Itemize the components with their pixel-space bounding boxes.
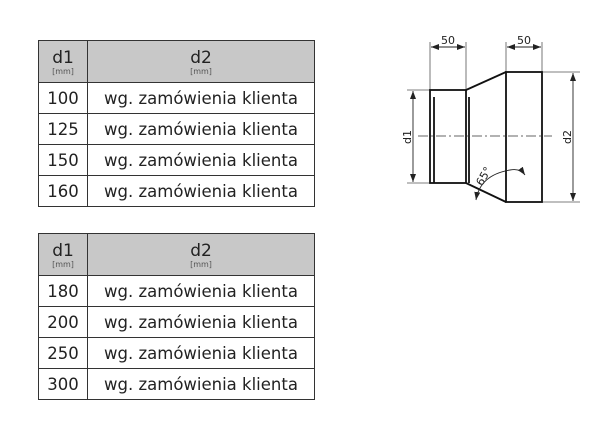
cell-d1: 160 (38, 175, 88, 207)
dim-label-d1: d1 (401, 130, 414, 144)
cell-d1: 250 (38, 337, 88, 369)
cell-d2: wg. zamówienia klienta (87, 175, 315, 207)
header-d2: d2[mm] (87, 40, 315, 83)
cell-d2: wg. zamówienia klienta (87, 82, 315, 114)
angle-label: 65° (473, 165, 494, 188)
cell-d1: 300 (38, 368, 88, 400)
cell-d2: wg. zamówienia klienta (87, 113, 315, 145)
cell-d2: wg. zamówienia klienta (87, 368, 315, 400)
cell-d1: 125 (38, 113, 88, 145)
header-d1: d1[mm] (38, 40, 88, 83)
cell-d1: 150 (38, 144, 88, 176)
dim-label-left: 50 (441, 34, 455, 47)
header-d2: d2[mm] (87, 233, 315, 276)
extension-lines (407, 42, 580, 203)
cell-d1: 100 (38, 82, 88, 114)
dim-label-right: 50 (517, 34, 531, 47)
cell-d2: wg. zamówienia klienta (87, 306, 315, 338)
angle-arc (474, 166, 526, 201)
table-header-row: d1[mm] d2[mm] (38, 233, 315, 276)
table-header-row: d1[mm] d2[mm] (38, 40, 315, 83)
cell-d2: wg. zamówienia klienta (87, 337, 315, 369)
cell-d1: 180 (38, 275, 88, 307)
cell-d2: wg. zamówienia klienta (87, 275, 315, 307)
dim-label-d2: d2 (561, 130, 574, 144)
